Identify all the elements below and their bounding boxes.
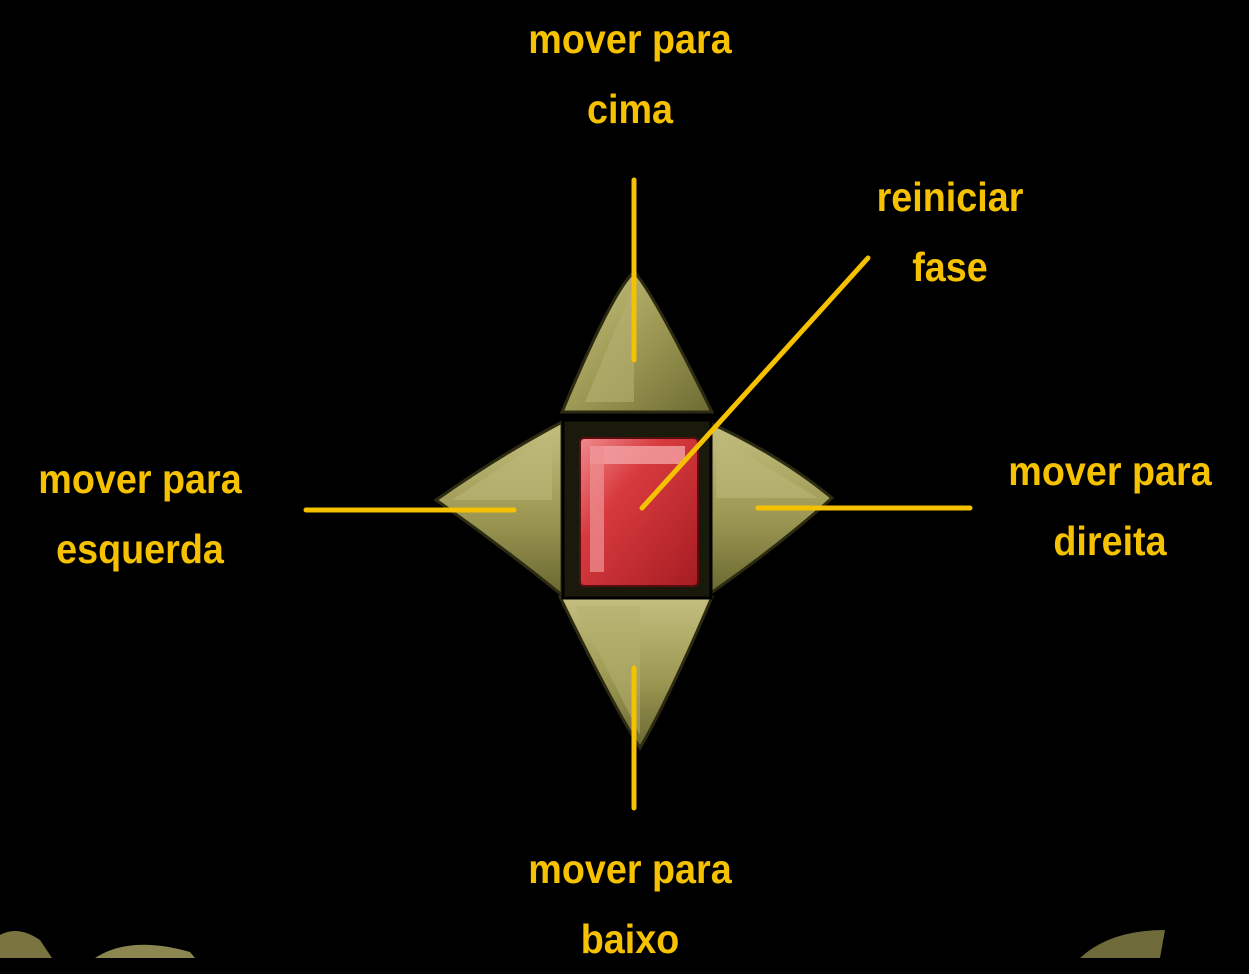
label-move-down-line2: baixo — [580, 916, 680, 962]
label-move-right-line1: mover para — [1008, 448, 1212, 494]
corner-ornament-left-highlight — [95, 944, 195, 958]
pointer-reset — [639, 255, 871, 511]
label-move-left: mover para esquerda — [0, 444, 287, 584]
corner-ornament-left — [0, 931, 52, 958]
label-move-left-line1: mover para — [38, 456, 242, 502]
label-move-up-line2: cima — [587, 86, 673, 132]
label-move-down-line1: mover para — [528, 846, 732, 892]
label-move-left-line2: esquerda — [56, 526, 224, 572]
label-move-up-line1: mover para — [528, 16, 732, 62]
label-reset-level-line1: reiniciar — [876, 174, 1024, 220]
label-move-down: mover para baixo — [483, 834, 777, 974]
label-reset-level: reiniciar fase — [812, 162, 1088, 302]
label-reset-level-line2: fase — [912, 244, 988, 290]
pointer-lines — [303, 177, 973, 811]
label-move-up: mover para cima — [483, 4, 777, 144]
label-move-right-line2: direita — [1053, 518, 1167, 564]
label-move-right: mover para direita — [972, 436, 1248, 576]
corner-ornament-right — [1080, 930, 1165, 958]
reset-button[interactable] — [561, 418, 713, 600]
up-arrow-button[interactable] — [559, 269, 715, 414]
